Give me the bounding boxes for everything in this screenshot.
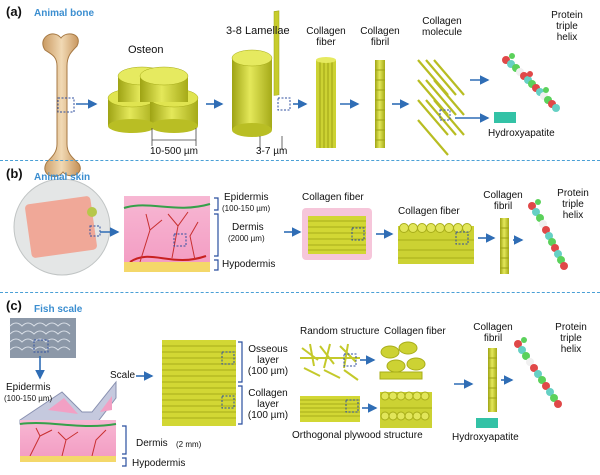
- collagen-fiber-bundle-b: [398, 223, 474, 264]
- panel-a-title: Animal bone: [34, 8, 95, 19]
- epidermis-label-c: Epidermis: [6, 382, 51, 393]
- random-structure-drawing: [300, 343, 360, 381]
- fish-scale-photo: [9, 318, 76, 358]
- hydroxyapatite-crystal-a: [494, 112, 516, 123]
- protein-helix-label-a-line2: triple: [556, 21, 578, 32]
- protein-helix-label-a: Protein triple helix: [546, 10, 588, 43]
- separator-bc: [0, 292, 600, 293]
- hydroxyapatite-label-a: Hydroxyapatite: [488, 128, 555, 139]
- osteon-label: Osteon: [128, 44, 164, 56]
- random-structure-label: Random structure: [300, 326, 380, 337]
- dermis-label-c: Dermis: [136, 438, 168, 449]
- separator-ab: [0, 160, 600, 161]
- collagen-fibril-label-b: Collagen fibril: [482, 190, 524, 212]
- collagen-fibril-label-c: Collagen fibril: [472, 322, 514, 344]
- collagen-fiber-label-a: Collagen fiber: [306, 26, 346, 48]
- hypodermis-label-b: Hypodermis: [222, 259, 276, 270]
- collagen-fiber-drawing-a: [316, 57, 336, 148]
- epidermis-size-c: (100-150 µm): [4, 394, 53, 403]
- epidermis-label-b: Epidermis: [224, 192, 269, 203]
- protein-helix-label-c-line1: Protein: [555, 322, 587, 333]
- protein-helix-c: [514, 337, 562, 408]
- osteon-dimension: 10-500 µm: [150, 146, 199, 157]
- collagen-layer-line3: (100 µm): [247, 410, 289, 421]
- osseous-layer-line1: Osseous: [248, 344, 288, 355]
- panel-b-label: (b): [6, 166, 23, 181]
- osseous-layer-line2: layer: [257, 355, 279, 366]
- protein-helix-label-b-line3: helix: [562, 210, 584, 221]
- skin-photo: [13, 178, 111, 276]
- orthogonal-plywood-drawing: [300, 396, 360, 422]
- dermis-label-b: Dermis: [232, 222, 264, 233]
- collagen-fibril-drawing-a: [375, 60, 385, 148]
- collagen-molecule-label-line1: Collagen: [422, 16, 462, 27]
- collagen-fiber-label-b1: Collagen fiber: [302, 192, 364, 203]
- collagen-fibril-drawing-c: [488, 348, 497, 412]
- lamellae-dimension: 3-7 µm: [256, 146, 288, 157]
- osseous-layer-line3: (100 µm): [247, 366, 289, 377]
- panel-c-label: (c): [6, 298, 22, 313]
- collagen-fibril-label-b-line2: fibril: [493, 201, 513, 212]
- orthogonal-plywood-label: Orthogonal plywood structure: [292, 430, 423, 441]
- collagen-fiber-label-b2: Collagen fiber: [398, 206, 460, 217]
- dermis-size-b: (2000 µm): [228, 234, 265, 243]
- collagen-fibril-label-b-line1: Collagen: [483, 190, 523, 201]
- collagen-fibril-label-c-line2: fibril: [483, 333, 503, 344]
- epidermis-size-b: (100-150 µm): [222, 204, 271, 213]
- collagen-fibril-label-a: Collagen fibril: [360, 26, 400, 48]
- collagen-molecule-drawing: [417, 59, 465, 156]
- collagen-fibril-label-c-line1: Collagen: [473, 322, 513, 333]
- osseous-layer-label: Osseous layer (100 µm): [246, 344, 290, 377]
- panel-b-title: Animal skin: [34, 172, 91, 183]
- osteon-drawing: [107, 66, 199, 146]
- collagen-fibril-label-a-line2: fibril: [370, 37, 390, 48]
- collagen-fiber-plywood-c: [380, 391, 432, 428]
- scale-label: Scale: [110, 370, 136, 381]
- collagen-fibril-drawing-b: [500, 218, 509, 274]
- lamellae-label: 3-8 Lamellae: [226, 25, 290, 37]
- collagen-layer-line2: layer: [257, 399, 279, 410]
- bone-image: [42, 33, 81, 177]
- protein-helix-label-a-line3: helix: [556, 32, 578, 43]
- protein-helix-label-c-line2: triple: [560, 333, 582, 344]
- protein-helix-b: [528, 199, 568, 270]
- collagen-fiber-pink-box: [302, 208, 372, 260]
- protein-helix-label-b-line1: Protein: [557, 188, 589, 199]
- collagen-molecule-label-line2: molecule: [421, 27, 463, 38]
- dermis-size-c: (2 mm): [176, 440, 202, 449]
- lamellae-drawing: [231, 10, 291, 150]
- protein-helix-label-b-line2: triple: [562, 199, 584, 210]
- protein-helix-a: [502, 53, 560, 112]
- collagen-fiber-label-c: Collagen fiber: [384, 326, 446, 337]
- panel-a-label: (a): [6, 4, 22, 19]
- protein-helix-label-c: Protein triple helix: [550, 322, 592, 355]
- panel-c-title: Fish scale: [34, 304, 83, 315]
- collagen-fiber-label-a-line2: fiber: [316, 37, 336, 48]
- protein-helix-label-b: Protein triple helix: [552, 188, 594, 221]
- fish-skin-cross-section: [19, 380, 127, 467]
- collagen-fiber-label-a-line1: Collagen: [306, 26, 346, 37]
- scale-layers-block: [162, 340, 243, 426]
- collagen-molecule-label: Collagen molecule: [418, 16, 466, 38]
- protein-helix-label-c-line3: helix: [560, 344, 582, 355]
- hydroxyapatite-label-c: Hydroxyapatite: [452, 432, 519, 443]
- protein-helix-label-a-line1: Protein: [551, 10, 583, 21]
- collagen-layer-label: Collagen layer (100 µm): [246, 388, 290, 421]
- collagen-fiber-random-c: [379, 341, 426, 380]
- collagen-fibril-label-a-line1: Collagen: [360, 26, 400, 37]
- collagen-layer-line1: Collagen: [248, 388, 288, 399]
- hydroxyapatite-crystal-c: [476, 418, 498, 428]
- skin-cross-section: [123, 196, 219, 272]
- hypodermis-label-c: Hypodermis: [132, 458, 186, 469]
